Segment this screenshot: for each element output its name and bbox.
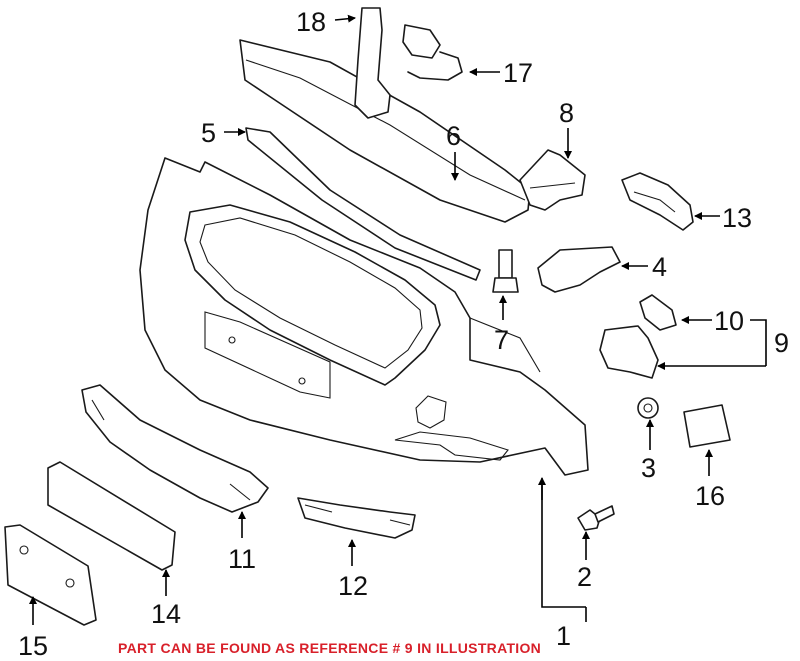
reinforcement-bar-part [239, 39, 531, 223]
bracket-part [519, 149, 586, 211]
callout-12: 12 [338, 571, 368, 601]
callout-16: 16 [695, 481, 725, 511]
side-trim-part [621, 172, 694, 231]
fog-light-housing-part [599, 325, 659, 379]
leader-18 [334, 14, 356, 23]
callout-9: 9 [774, 328, 789, 358]
callout-14: 14 [151, 599, 181, 629]
callout-numbers: 18 17 5 6 8 13 4 7 10 9 3 16 11 12 2 14 … [18, 7, 789, 661]
callout-4: 4 [652, 252, 667, 282]
callout-3: 3 [641, 453, 656, 483]
cover-plate-part [683, 404, 731, 448]
callout-2: 2 [577, 562, 592, 592]
callout-11: 11 [228, 544, 256, 574]
guide-bracket-part [537, 246, 621, 293]
reference-note: PART CAN BE FOUND AS REFERENCE # 9 IN IL… [118, 640, 541, 656]
leader-lines [29, 14, 767, 625]
leader-1-bracket [541, 480, 586, 608]
upper-strip-part [245, 127, 481, 281]
nut-part [637, 397, 659, 419]
screw-part [577, 505, 615, 531]
callout-17: 17 [503, 58, 533, 88]
callout-6: 6 [446, 121, 461, 151]
callout-5: 5 [201, 118, 216, 148]
callout-8: 8 [559, 98, 574, 128]
callout-7: 7 [494, 325, 509, 355]
bulb-socket-part [639, 294, 677, 331]
license-bracket-part [47, 461, 176, 571]
callout-18: 18 [296, 7, 326, 37]
bolt-part [492, 249, 519, 293]
callout-1: 1 [556, 621, 571, 651]
leader-9-bracket [750, 319, 767, 366]
bumper-cover-part [139, 157, 589, 476]
sensor-bracket-part [354, 7, 391, 119]
lower-grille-part [81, 384, 269, 513]
callout-15: 15 [18, 631, 48, 661]
license-base-part [4, 524, 97, 626]
callout-10: 10 [714, 306, 744, 336]
corner-grille-part [297, 497, 416, 539]
sensor-part [402, 24, 463, 81]
callout-13: 13 [722, 203, 752, 233]
